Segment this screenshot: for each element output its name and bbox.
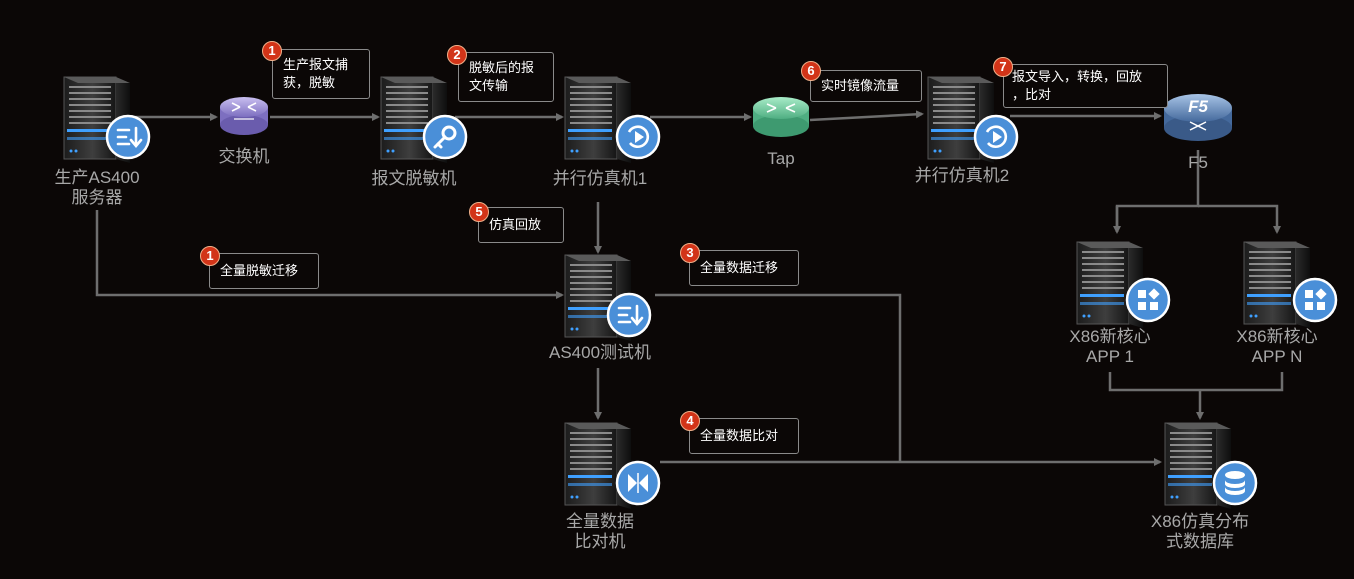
label-sim2: 并行仿真机2 — [914, 166, 1010, 185]
label-as400-prod-line1: 生产AS400 — [54, 168, 140, 187]
step-callout-mirror: 实时镜像流量 — [810, 70, 922, 102]
callout-line: 报文导入，转换，回放 — [1012, 69, 1143, 84]
label-sim1: 并行仿真机1 — [552, 169, 648, 188]
step-callout-replay: 仿真回放 — [478, 207, 564, 243]
f5-node: F5 — [1164, 94, 1232, 141]
apps-icon — [1292, 277, 1338, 323]
server-app1 — [1076, 241, 1171, 329]
edge-f5-to-appn — [1198, 204, 1281, 234]
step-callout-full-migration: 全量脱敏迁移 — [209, 253, 319, 289]
import-arrows-icon — [105, 114, 151, 160]
server-db — [1164, 422, 1258, 510]
callout-line: 获，脱敏 — [283, 75, 336, 90]
label-db: X86仿真分布 式数据库 — [1151, 512, 1249, 552]
label-db-line2: 式数据库 — [1166, 532, 1234, 551]
server-sim2 — [927, 76, 1019, 164]
step-badge: 2 — [447, 45, 467, 65]
server-sim1 — [564, 76, 661, 164]
callout-line: 生产报文捕 — [283, 57, 349, 72]
callout-line: 文传输 — [469, 78, 509, 93]
callout-line: 仿真回放 — [489, 217, 542, 232]
connectors — [95, 110, 1284, 466]
step-badge: 4 — [680, 411, 700, 431]
server-compare — [564, 422, 661, 510]
database-icon — [1212, 460, 1258, 506]
label-as400-test: AS400测试机 — [548, 343, 652, 362]
server-as400-test — [564, 254, 652, 342]
label-appn-line1: X86新核心 — [1236, 327, 1318, 346]
step-badge: 1 — [200, 246, 220, 266]
callout-line: 脱敏后的报 — [469, 60, 535, 75]
compare-icon — [615, 460, 661, 506]
step-badge: 1 — [262, 41, 282, 61]
callout-line: 全量数据比对 — [700, 428, 779, 443]
tap-switch-icon — [753, 97, 809, 137]
apps-icon — [1125, 277, 1171, 323]
label-app1: X86新核心 APP 1 — [1069, 327, 1150, 367]
label-compare: 全量数据 比对机 — [566, 512, 634, 552]
step-callout-transfer: 脱敏后的报 文传输 — [458, 52, 554, 102]
label-appn: X86新核心 APP N — [1236, 327, 1317, 367]
label-desensitizer: 报文脱敏机 — [371, 169, 457, 188]
edge-apps-to-db — [1108, 372, 1284, 392]
switch-icon — [220, 97, 268, 135]
step-badge: 7 — [993, 57, 1013, 77]
label-appn-line2: APP N — [1251, 347, 1303, 366]
switch-node — [220, 97, 268, 135]
edge-as400test-to-db — [655, 293, 902, 462]
f5-badge-text: F5 — [1188, 97, 1208, 116]
router-icon: F5 — [1164, 94, 1232, 141]
replay-icon — [973, 114, 1019, 160]
label-as400-prod: 生产AS400 服务器 — [54, 168, 139, 208]
server-appn — [1243, 241, 1338, 329]
label-tap: Tap — [767, 149, 795, 168]
label-f5: F5 — [1188, 153, 1208, 172]
callout-line: ，比对 — [1012, 87, 1052, 102]
replay-icon — [615, 114, 661, 160]
step-badge: 6 — [801, 61, 821, 81]
step-badge: 3 — [680, 243, 700, 263]
key-icon — [422, 114, 468, 160]
label-db-line1: X86仿真分布 — [1150, 512, 1250, 531]
step-callout-capture: 生产报文捕 获，脱敏 — [272, 49, 370, 99]
label-compare-line1: 全量数据 — [566, 512, 634, 531]
callout-line: 实时镜像流量 — [821, 78, 900, 93]
step-badge: 5 — [469, 202, 489, 222]
server-as400-prod — [63, 76, 151, 164]
label-switch: 交换机 — [218, 147, 270, 166]
edge-tap-to-sim2 — [809, 110, 924, 122]
callout-line: 全量脱敏迁移 — [220, 263, 299, 278]
step-callout-data-compare: 全量数据比对 — [689, 418, 799, 454]
server-desensitizer — [380, 76, 468, 164]
step-callout-data-migration: 全量数据迁移 — [689, 250, 799, 286]
label-app1-line1: X86新核心 — [1069, 327, 1151, 346]
callout-line: 全量数据迁移 — [700, 260, 779, 275]
label-compare-line2: 比对机 — [574, 532, 626, 551]
step-callout-import: 报文导入，转换，回放 ，比对 — [1003, 64, 1168, 108]
import-arrows-icon — [606, 292, 652, 338]
edge-as400prod-to-as400test — [95, 210, 564, 299]
label-as400-prod-line2: 服务器 — [71, 188, 123, 207]
edge-f5-to-apps — [1115, 150, 1200, 232]
label-app1-line2: APP 1 — [1086, 347, 1134, 366]
tap-node — [753, 97, 809, 137]
